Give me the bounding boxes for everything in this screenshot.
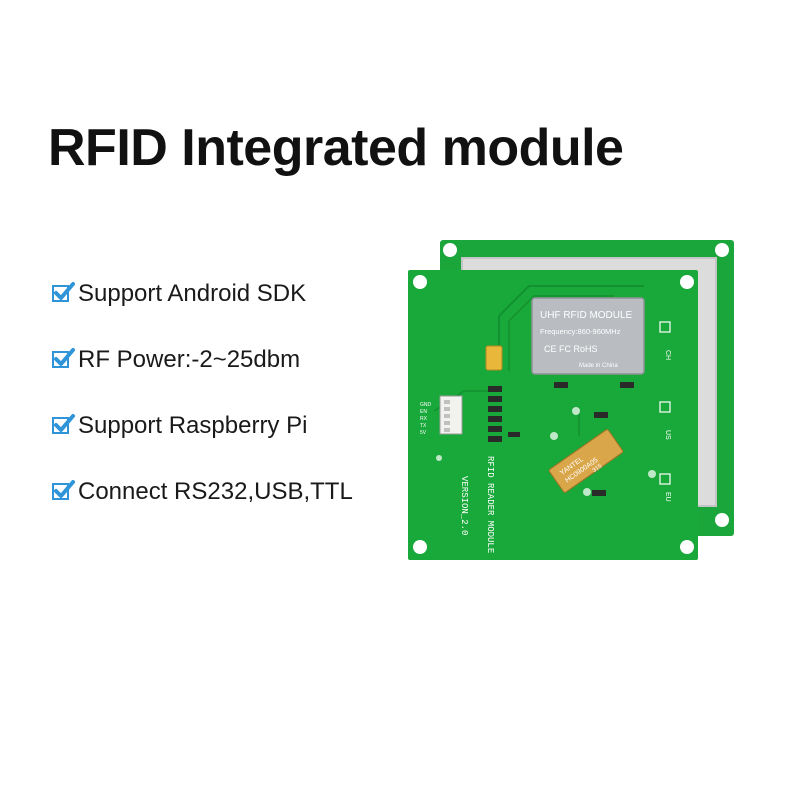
module-label: UHF RFID MODULE (540, 310, 633, 321)
page-title: RFID Integrated module (48, 119, 624, 177)
rfid-module-photo: UHF RFID MODULE Frequency:860-960MHz CE … (408, 240, 734, 560)
feature-label: Support Android SDK (78, 280, 307, 307)
checkmark-icon (52, 414, 75, 434)
reader-board: UHF RFID MODULE Frequency:860-960MHz CE … (408, 270, 698, 560)
feature-item: RF Power:-2~25dbm (50, 342, 353, 408)
pin-label: GND (420, 402, 432, 408)
pin-label: RX (420, 416, 428, 422)
module-origin: Made in China (579, 363, 618, 369)
feature-list: Support Android SDK RF Power:-2~25dbm Su… (50, 276, 353, 540)
region-ch-label: CH (664, 350, 671, 360)
checkmark-icon (52, 348, 75, 368)
feature-label: Support Raspberry Pi (78, 412, 308, 439)
region-us-label: US (664, 430, 671, 440)
pin-label: EN (420, 409, 427, 415)
pin-label: TX (420, 423, 427, 429)
feature-label: RF Power:-2~25dbm (78, 346, 301, 373)
pin-connector: GND EN RX TX 5V (420, 395, 463, 436)
checkmark-icon (52, 480, 75, 500)
feature-item: Connect RS232,USB,TTL (50, 474, 353, 540)
feature-item: Support Android SDK (50, 276, 353, 342)
feature-label: Connect RS232,USB,TTL (78, 478, 353, 505)
module-frequency: Frequency:860-960MHz (540, 327, 621, 336)
uhf-module: UHF RFID MODULE Frequency:860-960MHz CE … (531, 297, 645, 375)
silk-main-label: RFID READER MODULE (485, 456, 495, 553)
region-eu-label: EU (664, 492, 671, 502)
checkmark-icon (52, 282, 75, 302)
silk-version-label: VERSION_2.0 (459, 476, 469, 535)
pin-label: 5V (420, 430, 427, 436)
smd-components (488, 382, 634, 496)
module-certs: CE FC RoHS (544, 344, 598, 354)
feature-item: Support Raspberry Pi (50, 408, 353, 474)
region-selectors: CH US EU (659, 321, 671, 502)
chip-number: 315 (592, 463, 604, 474)
